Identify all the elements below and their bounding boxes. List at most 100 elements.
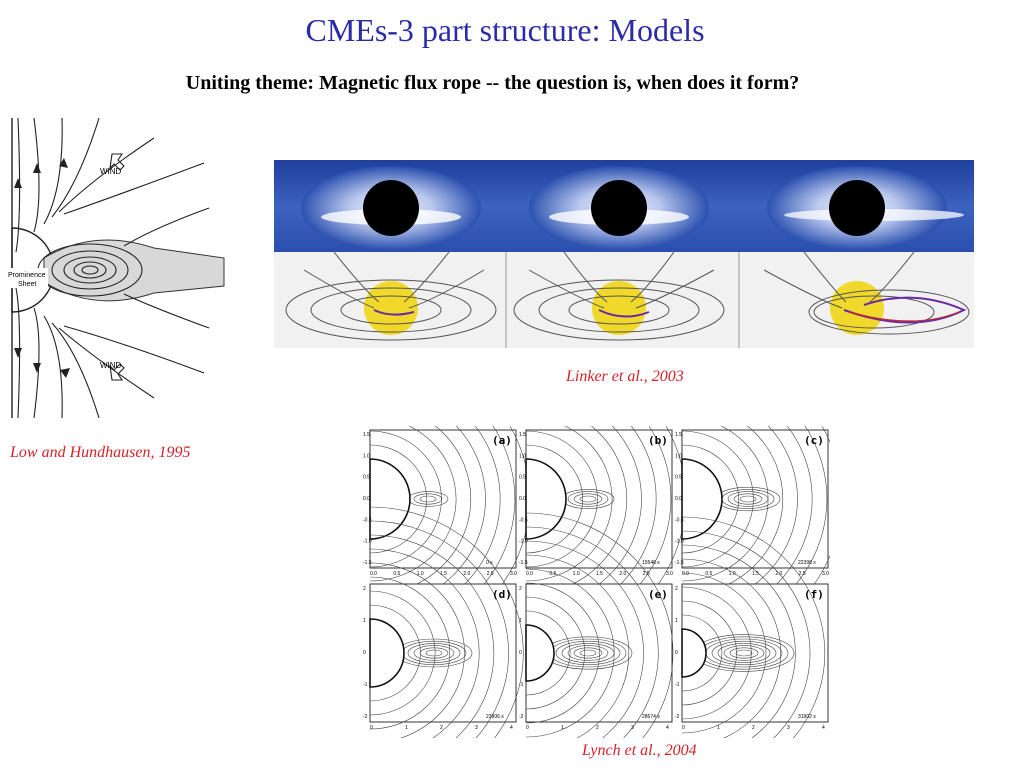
x-tick-label: 4 (822, 725, 825, 731)
x-tick-label: 4 (510, 725, 513, 731)
y-tick-label: 0.0 (519, 496, 526, 502)
lynch-panel-time: 15546 s (642, 560, 660, 566)
x-tick-label: 1.5 (596, 571, 603, 577)
y-tick-label: 1.5 (519, 432, 526, 438)
y-tick-label: -1 (519, 682, 524, 688)
y-tick-label: -0.5 (675, 517, 684, 523)
wind-label-top: WIND (100, 167, 122, 176)
x-tick-label: 2.0 (775, 571, 782, 577)
y-tick-label: 1.5 (675, 432, 682, 438)
lynch-panel-label: (f) (804, 588, 824, 601)
linker-simulation-strip (274, 160, 974, 348)
lynch-panel-grid: (a) 0 s 1.5 1.0 0.5 0.0 -0.5 -1.0 -1.5 0.0 0.5 1.0 1… (362, 426, 830, 738)
sheet-label: Sheet (18, 281, 36, 288)
x-tick-label: 2.5 (643, 571, 650, 577)
x-tick-label: 0.0 (526, 571, 533, 577)
caption-linker: Linker et al., 2003 (566, 368, 684, 385)
y-tick-label: -1 (675, 682, 680, 688)
lynch-panel-time: 31902 s (798, 714, 816, 720)
y-tick-label: 0.5 (363, 475, 370, 481)
x-tick-label: 1 (561, 725, 564, 731)
x-tick-label: 0 (682, 725, 685, 731)
x-tick-label: 3.0 (666, 571, 673, 577)
lynch-panel-time: 28674 s (642, 714, 660, 720)
x-tick-label: 4 (666, 725, 669, 731)
lynch-panel-time: 23906 s (486, 714, 504, 720)
y-tick-label: 0 (675, 650, 678, 656)
x-tick-label: 1.5 (440, 571, 447, 577)
x-tick-label: 0.5 (393, 571, 400, 577)
prominence-label: Prominence (8, 272, 45, 279)
y-tick-label: -2 (675, 714, 680, 720)
y-tick-label: -2 (519, 714, 524, 720)
y-tick-label: -0.5 (363, 517, 372, 523)
x-tick-label: 1.0 (417, 571, 424, 577)
y-tick-label: -1.5 (519, 560, 528, 566)
x-tick-label: 2.5 (487, 571, 494, 577)
y-tick-label: 1 (675, 618, 678, 624)
coronagraph-panels (301, 166, 964, 250)
lynch-panel-time: 22398 s (798, 560, 816, 566)
y-tick-label: 0 (519, 650, 522, 656)
y-tick-label: -1.0 (675, 539, 684, 545)
y-tick-label: 1.0 (675, 453, 682, 459)
x-tick-label: 1.0 (729, 571, 736, 577)
y-tick-label: 1.0 (519, 453, 526, 459)
caption-low-hundhausen: Low and Hundhausen, 1995 (10, 444, 191, 461)
x-tick-label: 2 (440, 725, 443, 731)
y-tick-label: 2 (519, 586, 522, 592)
x-tick-label: 1.5 (752, 571, 759, 577)
x-tick-label: 2.0 (619, 571, 626, 577)
x-tick-label: 0 (526, 725, 529, 731)
y-tick-label: 1 (519, 618, 522, 624)
lynch-panel-label: (a) (492, 434, 512, 447)
lynch-panel-label: (d) (492, 588, 512, 601)
y-tick-label: -0.5 (519, 517, 528, 523)
y-tick-label: 1.0 (363, 453, 370, 459)
x-tick-label: 0.0 (370, 571, 377, 577)
y-tick-label: 1.5 (363, 432, 370, 438)
x-tick-label: 2 (596, 725, 599, 731)
lynch-panel-label: (c) (804, 434, 824, 447)
y-tick-label: -1.0 (519, 539, 528, 545)
low-hundhausen-diagram: WIND WIND Prominence Sheet (4, 118, 226, 418)
field-line-panels (285, 251, 970, 348)
x-tick-label: 3.0 (822, 571, 829, 577)
y-tick-label: 0.5 (675, 475, 682, 481)
lynch-panel-a: (a) 0 s 1.5 1.0 0.5 0.0 -0.5 -1.0 -1.5 0.0 0.5 1.0 1… (363, 426, 530, 652)
x-tick-label: 1 (717, 725, 720, 731)
x-tick-label: 1.0 (573, 571, 580, 577)
y-tick-label: -1 (363, 682, 368, 688)
x-tick-label: 3 (787, 725, 790, 731)
x-tick-label: 1 (405, 725, 408, 731)
slide-subtitle: Uniting theme: Magnetic flux rope -- the… (185, 72, 800, 94)
lynch-panel-time: 0 s (486, 560, 493, 566)
lynch-panel-label: (e) (648, 588, 668, 601)
x-tick-label: 2.5 (799, 571, 806, 577)
lynch-panel-label: (b) (648, 434, 668, 447)
y-tick-label: 0.0 (363, 496, 370, 502)
slide-title: CMEs-3 part structure: Models (305, 12, 705, 48)
y-tick-label: 2 (363, 586, 366, 592)
y-tick-label: -1.0 (363, 539, 372, 545)
x-tick-label: 3 (631, 725, 634, 731)
caption-lynch: Lynch et al., 2004 (582, 742, 697, 759)
y-tick-label: 0.0 (675, 496, 682, 502)
x-tick-label: 2 (752, 725, 755, 731)
x-tick-label: 0.5 (705, 571, 712, 577)
x-tick-label: 3 (475, 725, 478, 731)
y-tick-label: 0.5 (519, 475, 526, 481)
y-tick-label: -1.5 (363, 560, 372, 566)
x-tick-label: 0 (370, 725, 373, 731)
y-tick-label: 1 (363, 618, 366, 624)
x-tick-label: 0.0 (682, 571, 689, 577)
x-tick-label: 2.0 (463, 571, 470, 577)
x-tick-label: 3.0 (510, 571, 517, 577)
x-tick-label: 0.5 (549, 571, 556, 577)
y-tick-label: -2 (363, 714, 368, 720)
wind-label-bottom: WIND (100, 361, 122, 370)
